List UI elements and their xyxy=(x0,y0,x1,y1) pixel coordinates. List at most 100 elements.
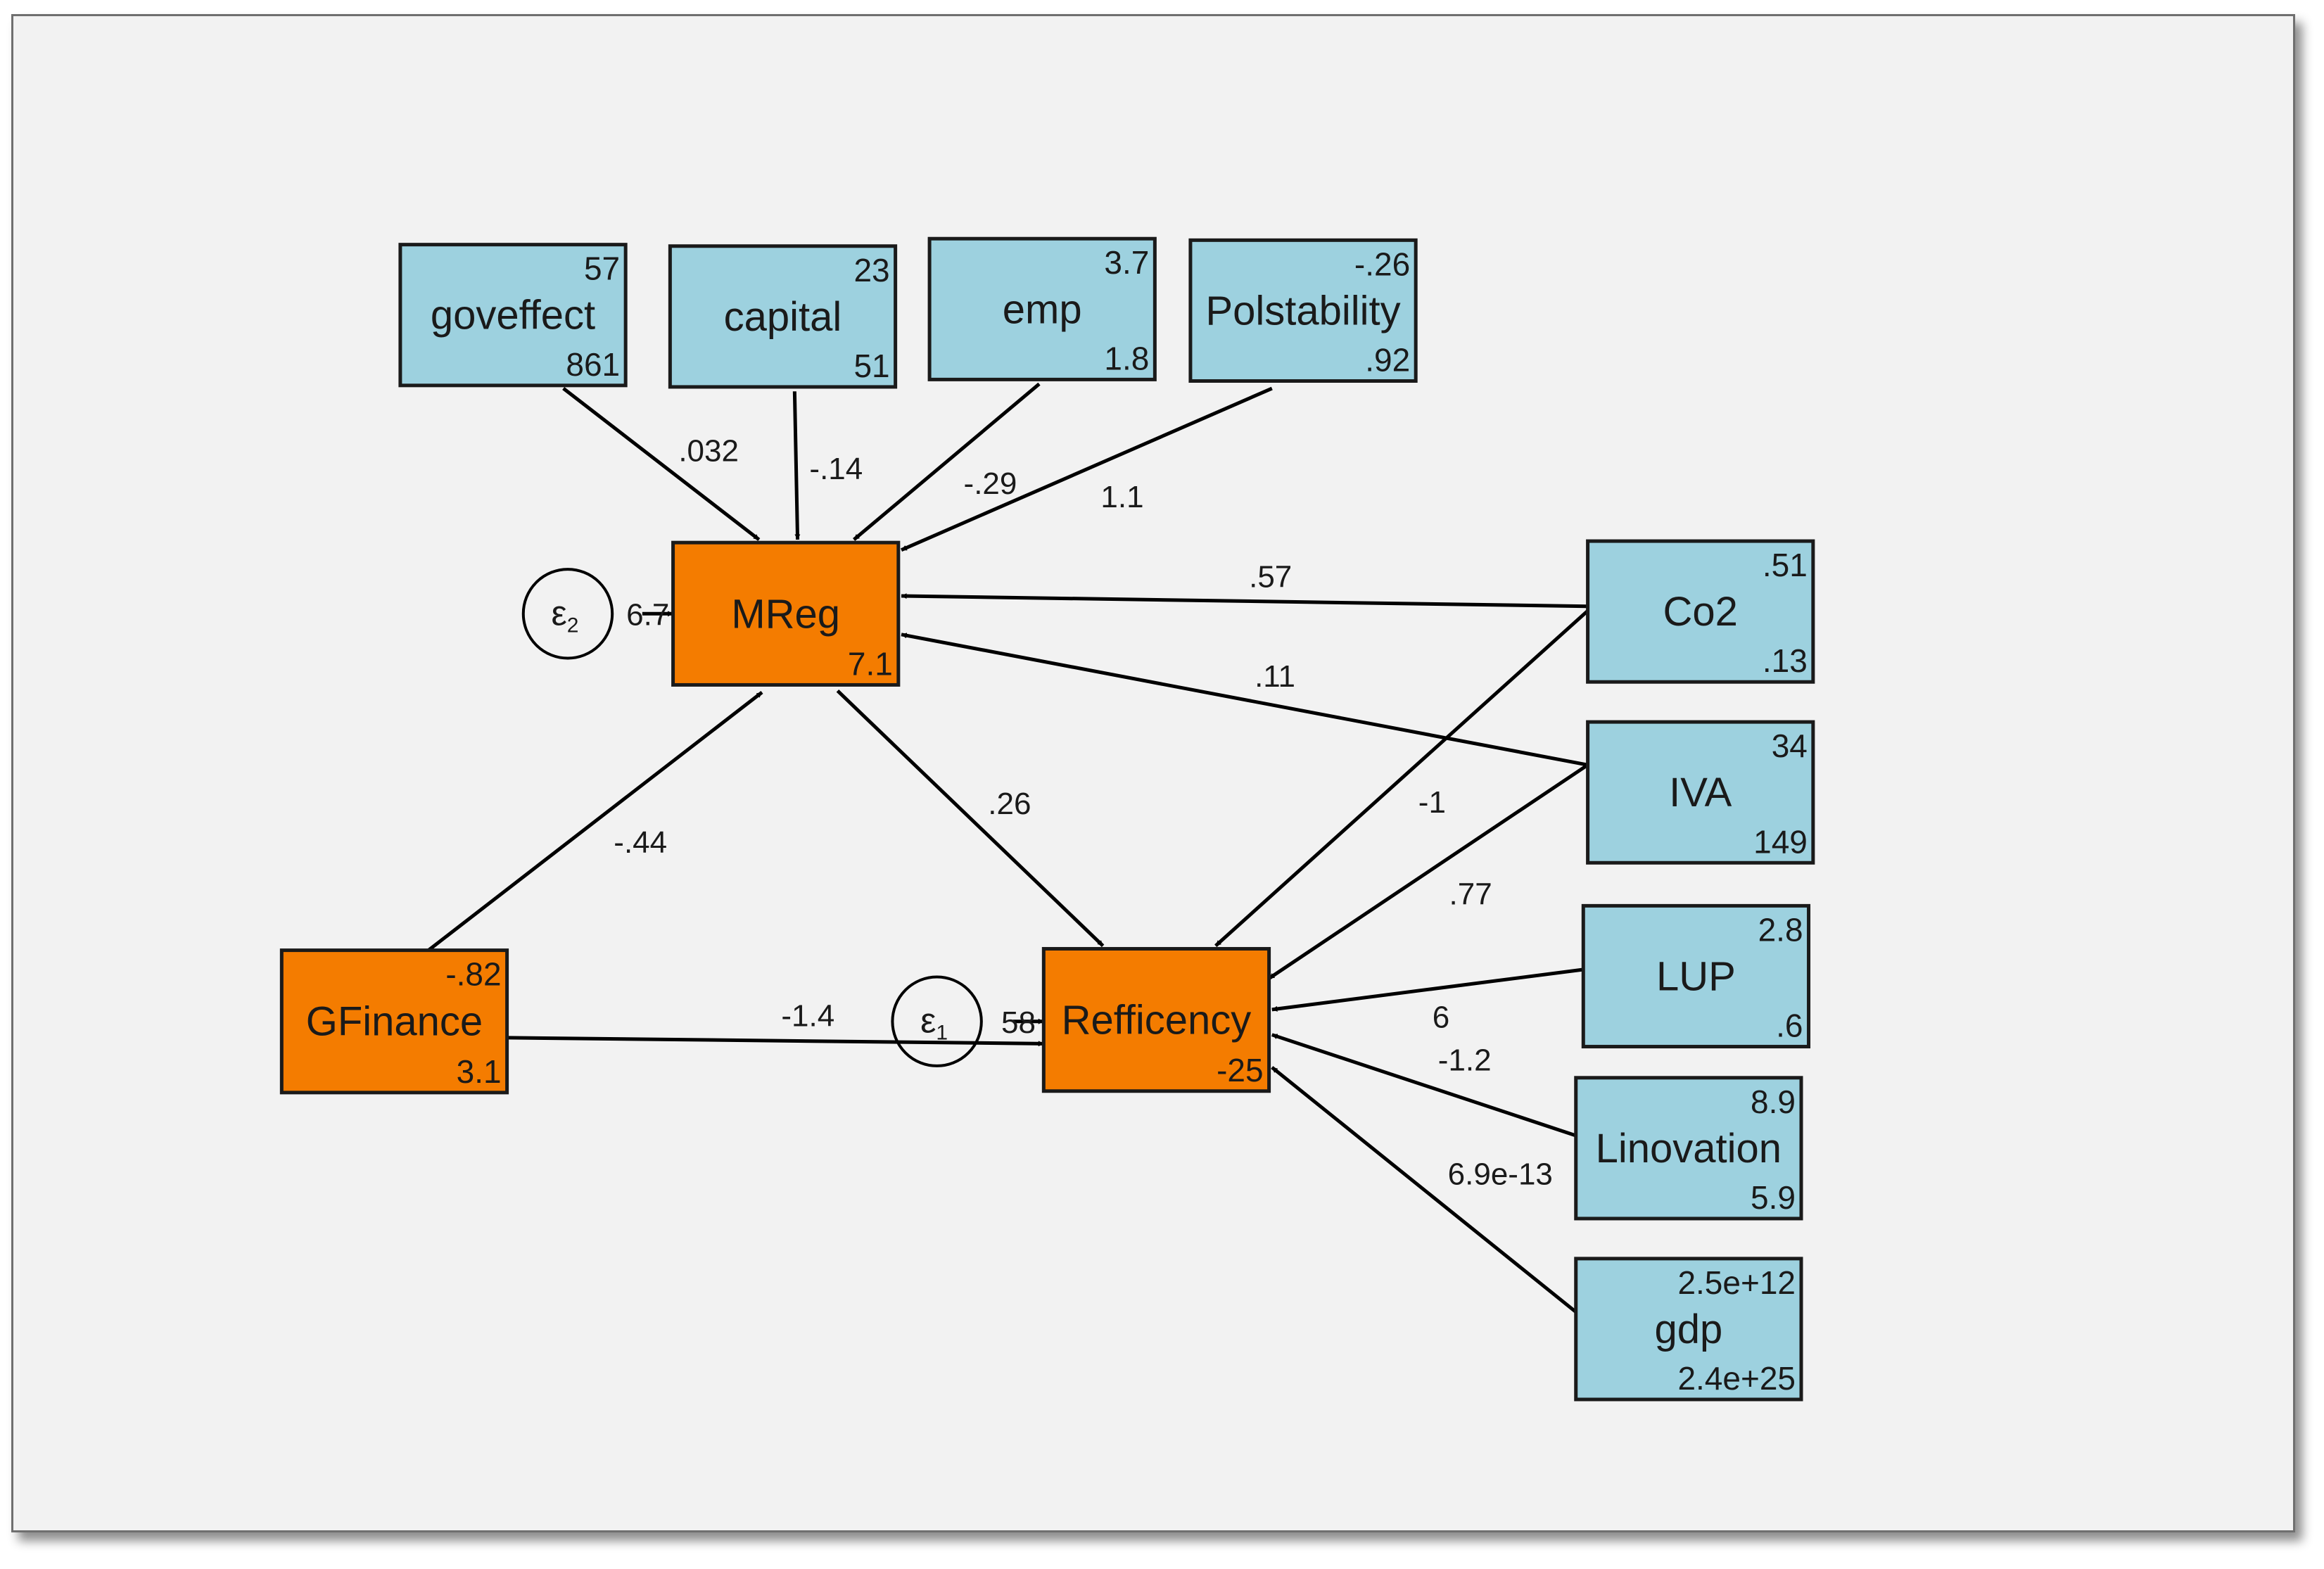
path-emp-mreg xyxy=(853,382,1041,541)
node-variance-goveffect: 861 xyxy=(566,346,620,383)
node-variance-lup: .6 xyxy=(1776,1008,1803,1044)
coef-co2-mreg: .57 xyxy=(1249,560,1292,595)
node-box-emp xyxy=(927,236,1157,381)
error-subscript-e2: 2 xyxy=(567,614,579,637)
path-lup-refficency xyxy=(1271,967,1584,1012)
coef-iva-mreg: .11 xyxy=(1255,659,1295,694)
node-lup: LUP 2.8 .6 xyxy=(1581,903,1811,1049)
path-polstability-mreg xyxy=(901,386,1273,552)
coef-lup-refficency: 6 xyxy=(1433,1000,1449,1034)
node-mean-emp: 3.7 xyxy=(1104,244,1149,281)
node-variance-capital: 51 xyxy=(853,348,889,384)
node-label-capital: capital xyxy=(724,294,842,340)
node-iva: IVA 34 149 xyxy=(1586,720,1815,865)
path-co2-refficency xyxy=(1214,609,1589,948)
coef-gdp-refficency: 6.9e-13 xyxy=(1448,1157,1553,1192)
coef-capital-mreg: -.14 xyxy=(809,452,863,486)
coef-emp-mreg: -.29 xyxy=(964,466,1017,501)
coef-mreg-refficency: .26 xyxy=(988,787,1031,821)
node-label-refficency: Refficency xyxy=(1062,998,1252,1043)
error-symbol-e2: ε2 xyxy=(551,593,578,637)
node-mean-goveffect: 57 xyxy=(584,250,620,287)
node-mean-linovation: 8.9 xyxy=(1751,1084,1796,1120)
node-box-refficency xyxy=(1041,946,1271,1093)
node-capital: capital 23 51 xyxy=(668,244,898,389)
error-term-e1: ε1 58 xyxy=(891,975,1044,1067)
path-capital-mreg xyxy=(792,391,801,540)
path-iva-mreg xyxy=(901,633,1589,767)
path-co2-mreg xyxy=(901,593,1588,609)
path-iva-refficency xyxy=(1268,763,1589,980)
node-co2: Co2 .51 .13 xyxy=(1586,539,1815,684)
node-goveffect: goveffect 57 861 xyxy=(398,243,628,388)
node-variance-emp: 1.8 xyxy=(1104,340,1149,376)
path-arrows: ε2 6.7 ε1 58 xyxy=(427,382,1589,1314)
node-box-capital xyxy=(668,244,898,389)
node-label-mreg: MReg xyxy=(731,591,840,637)
coef-goveffect-mreg: .032 xyxy=(678,434,739,469)
node-box-mreg xyxy=(671,540,901,687)
node-mean-polstability: -.26 xyxy=(1354,246,1410,282)
node-box-iva xyxy=(1586,720,1815,865)
node-label-gdp: gdp xyxy=(1654,1307,1722,1352)
path-linovation-refficency xyxy=(1271,1033,1577,1138)
error-circle-e1 xyxy=(891,975,983,1067)
node-linovation: Linovation 8.9 5.9 xyxy=(1574,1076,1803,1221)
path-gfinance-mreg xyxy=(427,690,763,952)
error-subscript-e1: 1 xyxy=(936,1022,948,1045)
coef-gfinance-refficency: -1.4 xyxy=(781,998,834,1033)
node-gdp: gdp 2.5e+12 2.4e+25 xyxy=(1574,1257,1803,1402)
node-label-polstability: Polstability xyxy=(1205,288,1400,334)
node-mean-capital: 23 xyxy=(853,252,889,288)
node-variance-gdp: 2.4e+25 xyxy=(1677,1360,1796,1397)
node-variance-gfinance: 3.1 xyxy=(457,1053,502,1090)
node-box-gfinance xyxy=(279,948,509,1095)
error-circle-e2 xyxy=(521,568,614,660)
node-mean-co2: .51 xyxy=(1763,547,1808,583)
path-coefficients: .032 -.14 -.29 1.1 .57 .11 -.44 .26 -1.4 -1 .77 6 -1… xyxy=(614,434,1553,1192)
node-refficency: Refficency -25 xyxy=(1041,946,1271,1093)
node-variance-mreg: 7.1 xyxy=(848,645,893,682)
node-label-lup: LUP xyxy=(1656,953,1736,999)
node-box-co2 xyxy=(1586,539,1815,684)
node-polstability: Polstability -.26 .92 xyxy=(1188,238,1418,383)
node-box-goveffect xyxy=(398,243,628,388)
node-label-emp: emp xyxy=(1003,286,1082,332)
node-box-linovation xyxy=(1574,1076,1803,1221)
path-mreg-refficency xyxy=(836,690,1105,948)
node-box-gdp xyxy=(1574,1257,1803,1402)
error-symbol-e1: ε1 xyxy=(920,1001,948,1045)
node-variance-refficency: -25 xyxy=(1217,1052,1263,1088)
error-variance-e2: 6.7 xyxy=(626,597,669,632)
node-variance-linovation: 5.9 xyxy=(1751,1179,1796,1216)
node-label-goveffect: goveffect xyxy=(431,293,595,338)
node-variance-iva: 149 xyxy=(1753,823,1808,860)
node-gfinance: GFinance -.82 3.1 xyxy=(279,948,509,1095)
coef-co2-refficency: -1 xyxy=(1418,785,1446,820)
node-label-gfinance: GFinance xyxy=(306,999,483,1045)
node-label-linovation: Linovation xyxy=(1596,1126,1782,1171)
node-emp: emp 3.7 1.8 xyxy=(927,236,1157,381)
node-mean-gdp: 2.5e+12 xyxy=(1677,1264,1796,1301)
node-box-polstability xyxy=(1188,238,1418,383)
node-mean-gfinance: -.82 xyxy=(445,956,501,993)
node-label-iva: IVA xyxy=(1669,770,1732,815)
coef-gfinance-mreg: -.44 xyxy=(614,825,667,860)
coef-linovation-refficency: -1.2 xyxy=(1438,1043,1492,1078)
node-label-co2: Co2 xyxy=(1663,589,1738,635)
error-term-e2: ε2 6.7 xyxy=(521,568,673,660)
node-variance-polstability: .92 xyxy=(1365,341,1410,378)
coef-polstability-mreg: 1.1 xyxy=(1100,480,1143,514)
path-gfinance-refficency xyxy=(507,1036,1044,1047)
path-goveffect-mreg xyxy=(562,387,761,541)
path-gdp-refficency xyxy=(1271,1066,1577,1314)
node-mean-lup: 2.8 xyxy=(1758,911,1803,948)
error-variance-e1: 58 xyxy=(1001,1005,1036,1040)
coef-iva-refficency: .77 xyxy=(1449,877,1492,912)
node-mean-iva: 34 xyxy=(1772,728,1808,764)
variable-boxes: goveffect 57 861 capital 23 51 emp 3.7 1.8 Polsta… xyxy=(279,236,1815,1402)
node-box-lup xyxy=(1581,903,1811,1049)
node-variance-co2: .13 xyxy=(1763,642,1808,679)
